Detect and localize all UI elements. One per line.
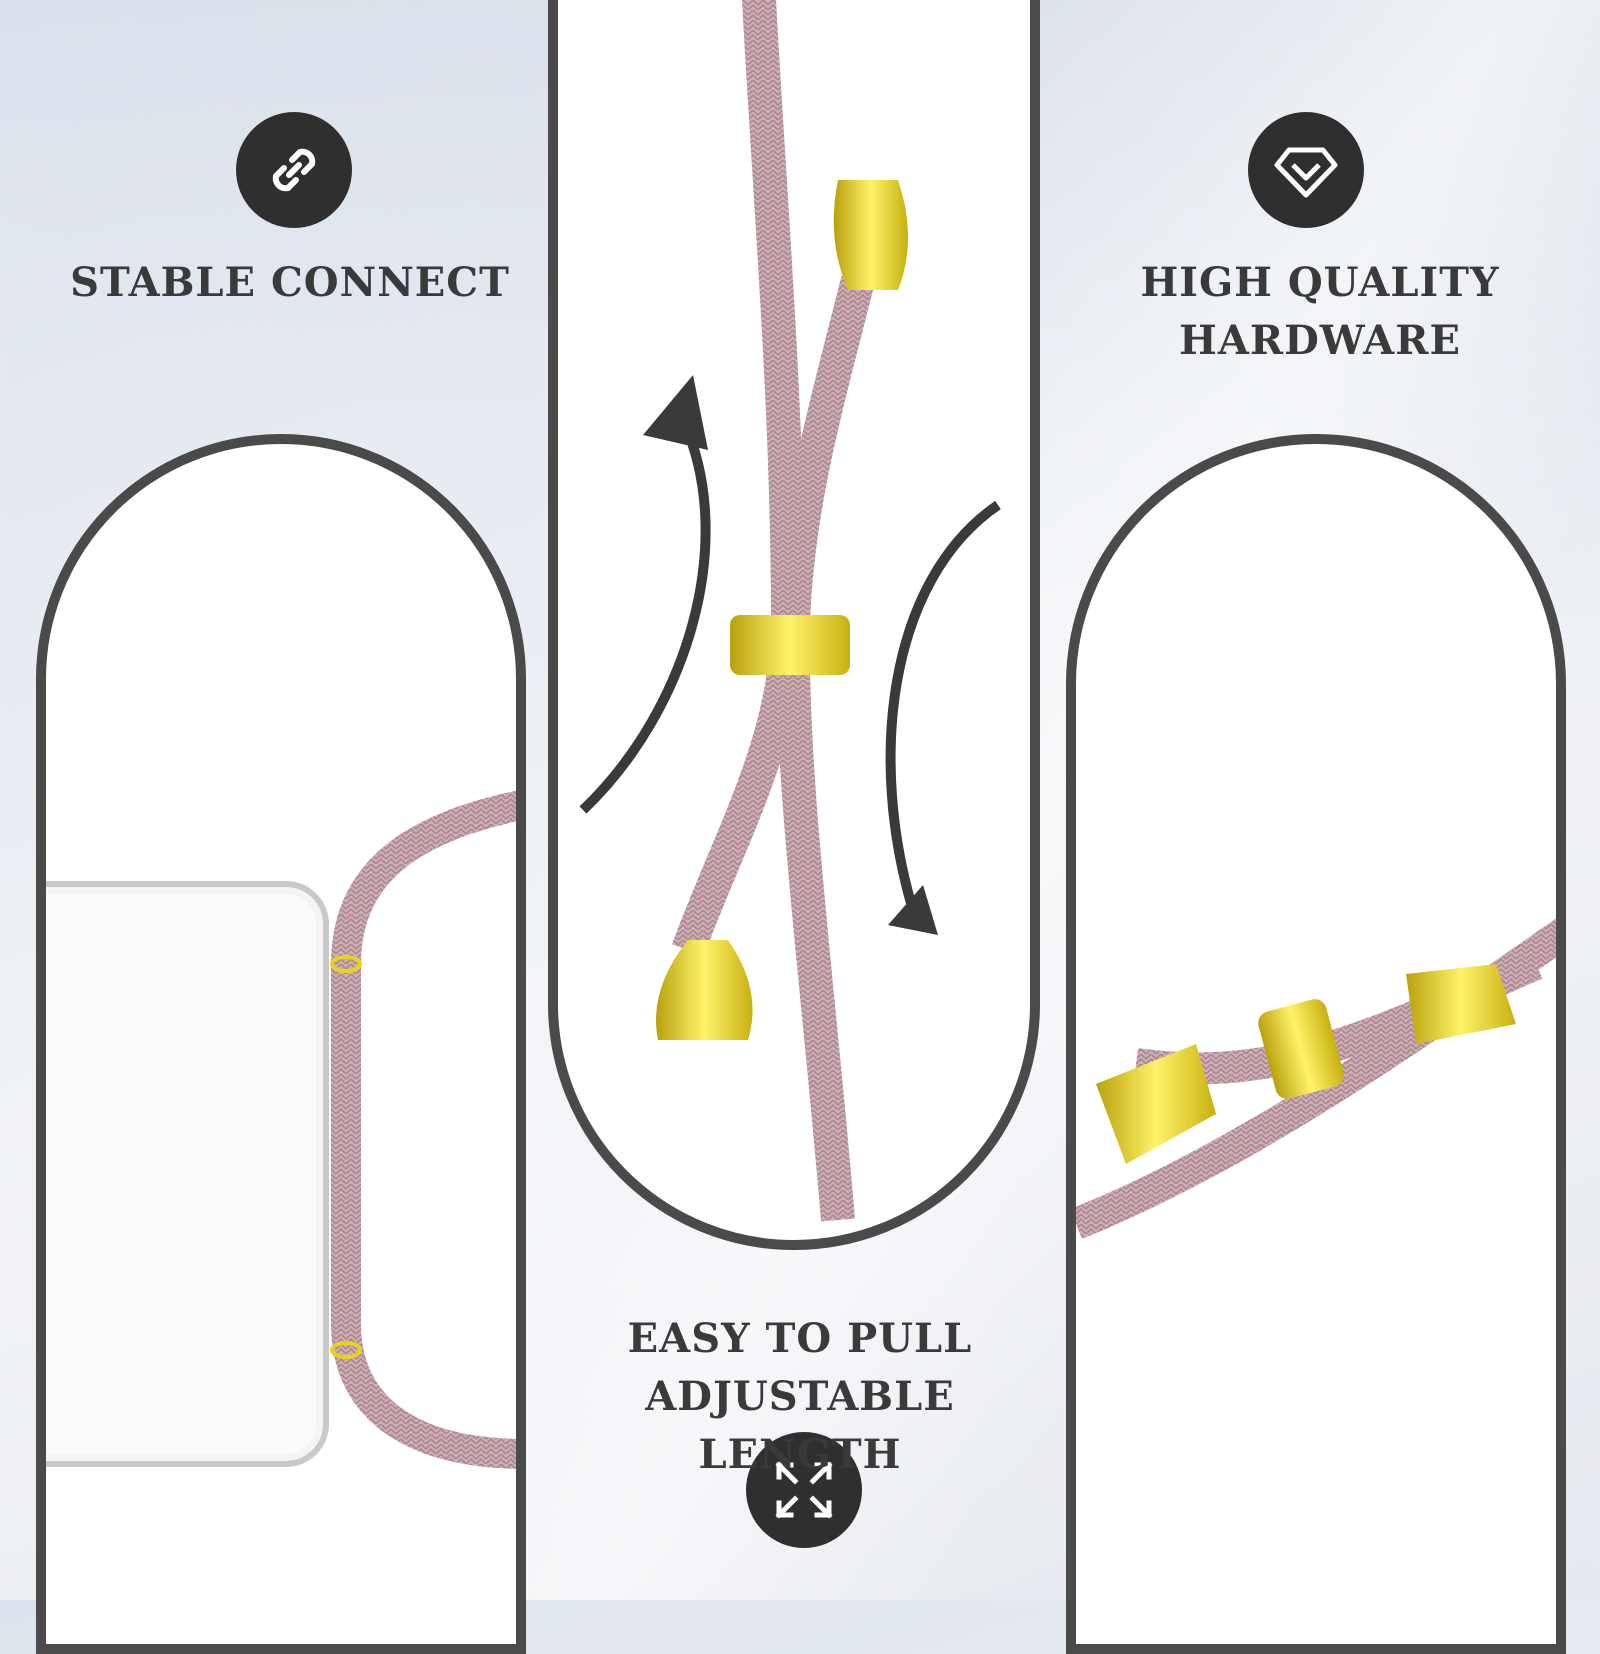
easy-pull-line1: EASY TO PULL <box>627 1315 973 1362</box>
high-quality-line1: HIGH QUALITY <box>1140 259 1500 306</box>
link-icon <box>236 112 352 228</box>
adjustable-length-title: EASY TO PULL ADJUSTABLE LENGTH <box>540 1310 1060 1484</box>
expand-arrows-icon <box>746 1432 862 1548</box>
high-quality-line2: HARDWARE <box>1179 317 1461 364</box>
stable-connect-title: STABLE CONNECT <box>70 259 510 306</box>
stable-connect-panel <box>36 434 526 1654</box>
easy-pull-line2: ADJUSTABLE LENGTH <box>645 1373 955 1478</box>
high-quality-title: HIGH QUALITY HARDWARE <box>1080 254 1560 370</box>
hardware-illustration <box>1076 918 1556 1239</box>
cord-slider-illustration <box>579 0 1001 1222</box>
phone-case-illustration <box>46 790 516 1469</box>
adjustable-length-panel <box>548 0 1040 1250</box>
diamond-icon <box>1248 112 1364 228</box>
high-quality-panel <box>1066 434 1566 1654</box>
